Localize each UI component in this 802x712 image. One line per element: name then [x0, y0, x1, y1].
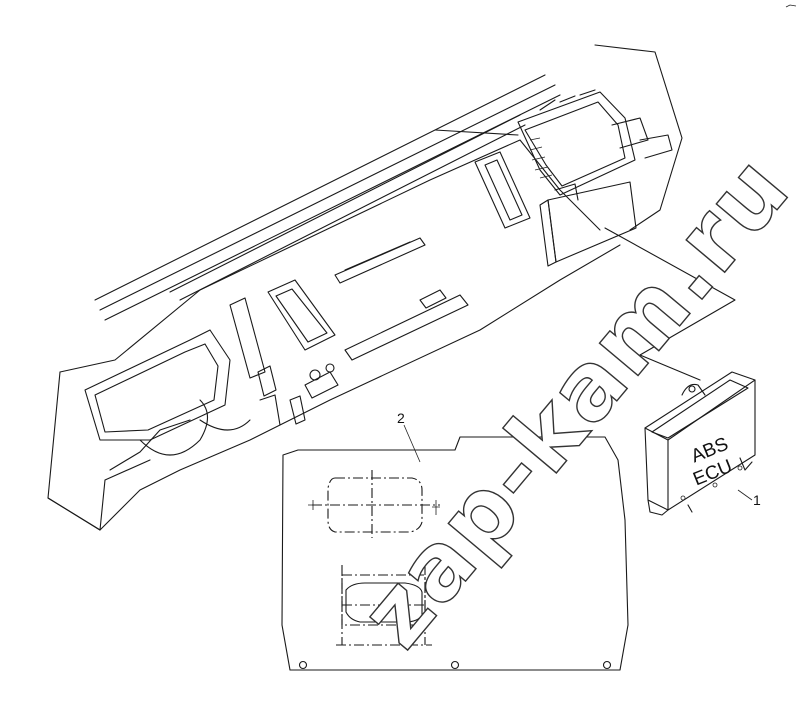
callout-leader-2	[403, 424, 421, 463]
callout-1: 1	[753, 492, 761, 508]
dashboard-panel	[47, 44, 683, 531]
abs-ecu-unit: ABS ECU	[644, 371, 756, 516]
cover-plate	[281, 436, 629, 671]
leader-line-ecu	[604, 227, 736, 381]
corner-mark	[785, 4, 797, 8]
callout-leader-1	[737, 489, 753, 501]
callout-2: 2	[397, 410, 405, 426]
watermark: zap-kam.ru	[340, 135, 802, 667]
